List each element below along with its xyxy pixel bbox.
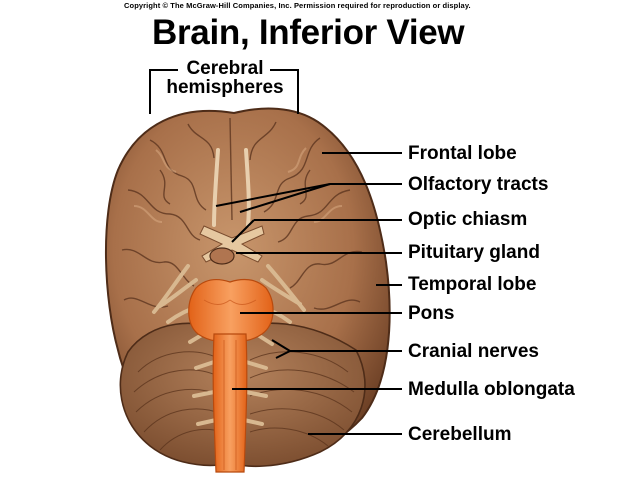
label-olfactory-tracts: Olfactory tracts: [408, 174, 548, 196]
pituitary-gland: [210, 248, 234, 264]
label-frontal-lobe: Frontal lobe: [408, 143, 517, 165]
label-cranial-nerves: Cranial nerves: [408, 341, 539, 363]
hemispheres-label-line2: hemispheres: [150, 78, 300, 97]
hemispheres-label: Cerebral hemispheres: [150, 59, 300, 97]
pons: [189, 280, 273, 342]
label-pituitary-gland: Pituitary gland: [408, 242, 540, 264]
label-medulla-oblongata: Medulla oblongata: [408, 379, 575, 401]
hemispheres-label-line1: Cerebral: [150, 59, 300, 78]
label-cerebellum: Cerebellum: [408, 424, 511, 446]
label-temporal-lobe: Temporal lobe: [408, 274, 536, 296]
medulla-oblongata: [213, 334, 247, 472]
label-optic-chiasm: Optic chiasm: [408, 209, 527, 231]
label-pons: Pons: [408, 303, 454, 325]
